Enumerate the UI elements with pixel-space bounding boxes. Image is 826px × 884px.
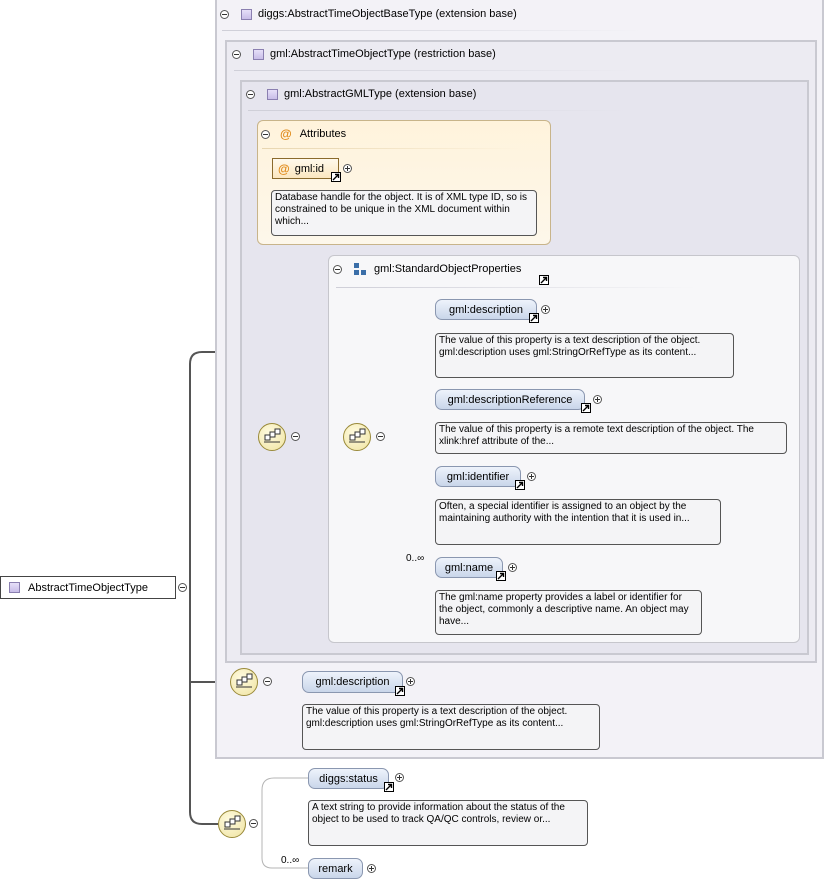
collapse-icon[interactable] (249, 819, 258, 828)
attributes-title: Attributes (299, 128, 347, 140)
element-gml-name[interactable]: gml:name (435, 557, 503, 578)
reference-link-icon[interactable] (384, 782, 394, 792)
reference-link-icon[interactable] (529, 313, 539, 323)
attribute-gml-id-label: gml:id (294, 162, 325, 175)
element-gml-description[interactable]: gml:description (435, 299, 537, 320)
reference-link-icon[interactable] (539, 275, 549, 285)
collapse-icon[interactable] (178, 583, 187, 592)
element-gml-description-restriction-doc: The value of this property is a text des… (302, 704, 600, 750)
standard-object-properties-label: gml:StandardObjectProperties (374, 263, 522, 275)
expand-icon[interactable] (406, 677, 415, 686)
element-gml-description-restriction[interactable]: gml:description (302, 671, 403, 693)
expand-icon[interactable] (541, 305, 550, 314)
gml-base-header: gml:AbstractGMLType (extension base) (246, 88, 476, 100)
collapse-icon[interactable] (291, 432, 300, 441)
complex-type-icon (241, 8, 252, 20)
element-gml-identifier[interactable]: gml:identifier (435, 466, 521, 487)
attributes-header: @ Attributes (261, 127, 346, 141)
reference-link-icon[interactable] (515, 480, 525, 490)
element-label: gml:identifier (446, 470, 510, 483)
attribute-gml-id[interactable]: @ gml:id (272, 158, 339, 179)
attribute-at-icon: @ (280, 127, 292, 141)
sequence-compositor-icon[interactable] (230, 668, 258, 696)
reference-link-icon[interactable] (496, 571, 506, 581)
element-gml-name-doc: The gml:name property provides a label o… (435, 590, 702, 635)
root-type-abstracttimeobjecttype[interactable]: AbstractTimeObjectType (0, 576, 176, 599)
collapse-icon[interactable] (376, 432, 385, 441)
element-gml-description-doc: The value of this property is a text des… (435, 333, 734, 378)
element-label: gml:name (444, 561, 494, 574)
expand-icon[interactable] (367, 864, 376, 873)
sequence-compositor-icon[interactable] (218, 810, 246, 838)
expand-icon[interactable] (527, 472, 536, 481)
element-label: gml:descriptionReference (447, 393, 573, 406)
element-gml-descriptionreference[interactable]: gml:descriptionReference (435, 389, 585, 410)
expand-icon[interactable] (343, 164, 352, 173)
expand-icon[interactable] (395, 773, 404, 782)
element-diggs-status[interactable]: diggs:status (308, 768, 389, 789)
complex-type-icon (267, 88, 278, 100)
element-remark[interactable]: remark (308, 858, 363, 879)
occurrence-label: 0..∞ (406, 553, 425, 564)
occurrence-label: 0..∞ (281, 855, 300, 866)
gml-base-label: gml:AbstractGMLType (extension base) (284, 88, 477, 100)
root-type-label: AbstractTimeObjectType (28, 581, 149, 594)
element-label: gml:description (449, 303, 523, 316)
element-label: gml:description (315, 676, 390, 688)
standard-object-properties-header: gml:StandardObjectProperties (333, 263, 521, 275)
element-label: diggs:status (319, 772, 378, 785)
collapse-icon[interactable] (220, 9, 229, 19)
restriction-base-label: gml:AbstractTimeObjectType (restriction … (270, 48, 496, 60)
sequence-compositor-icon[interactable] (343, 423, 371, 451)
complex-type-icon (9, 582, 20, 593)
complex-type-icon (253, 48, 264, 60)
element-gml-identifier-doc: Often, a special identifier is assigned … (435, 499, 721, 545)
element-gml-descriptionreference-doc: The value of this property is a remote t… (435, 422, 787, 454)
expand-icon[interactable] (508, 563, 517, 572)
restriction-base-header: gml:AbstractTimeObjectType (restriction … (232, 48, 496, 60)
reference-link-icon[interactable] (581, 403, 591, 413)
attribute-gml-id-doc: Database handle for the object. It is of… (271, 190, 537, 236)
expand-icon[interactable] (593, 395, 602, 404)
reference-link-icon[interactable] (395, 686, 405, 696)
collapse-icon[interactable] (246, 89, 255, 99)
extension-base-header: diggs:AbstractTimeObjectBaseType (extens… (220, 8, 517, 20)
sequence-compositor-icon[interactable] (258, 423, 286, 451)
extension-base-label: diggs:AbstractTimeObjectBaseType (extens… (258, 8, 517, 20)
collapse-icon[interactable] (263, 677, 272, 686)
collapse-icon[interactable] (333, 264, 342, 274)
collapse-icon[interactable] (261, 129, 270, 139)
reference-link-icon[interactable] (331, 172, 341, 182)
element-label: remark (318, 862, 353, 875)
attribute-at-icon: @ (278, 161, 290, 176)
collapse-icon[interactable] (232, 49, 241, 59)
element-diggs-status-doc: A text string to provide information abo… (308, 800, 588, 846)
group-icon (354, 263, 366, 275)
